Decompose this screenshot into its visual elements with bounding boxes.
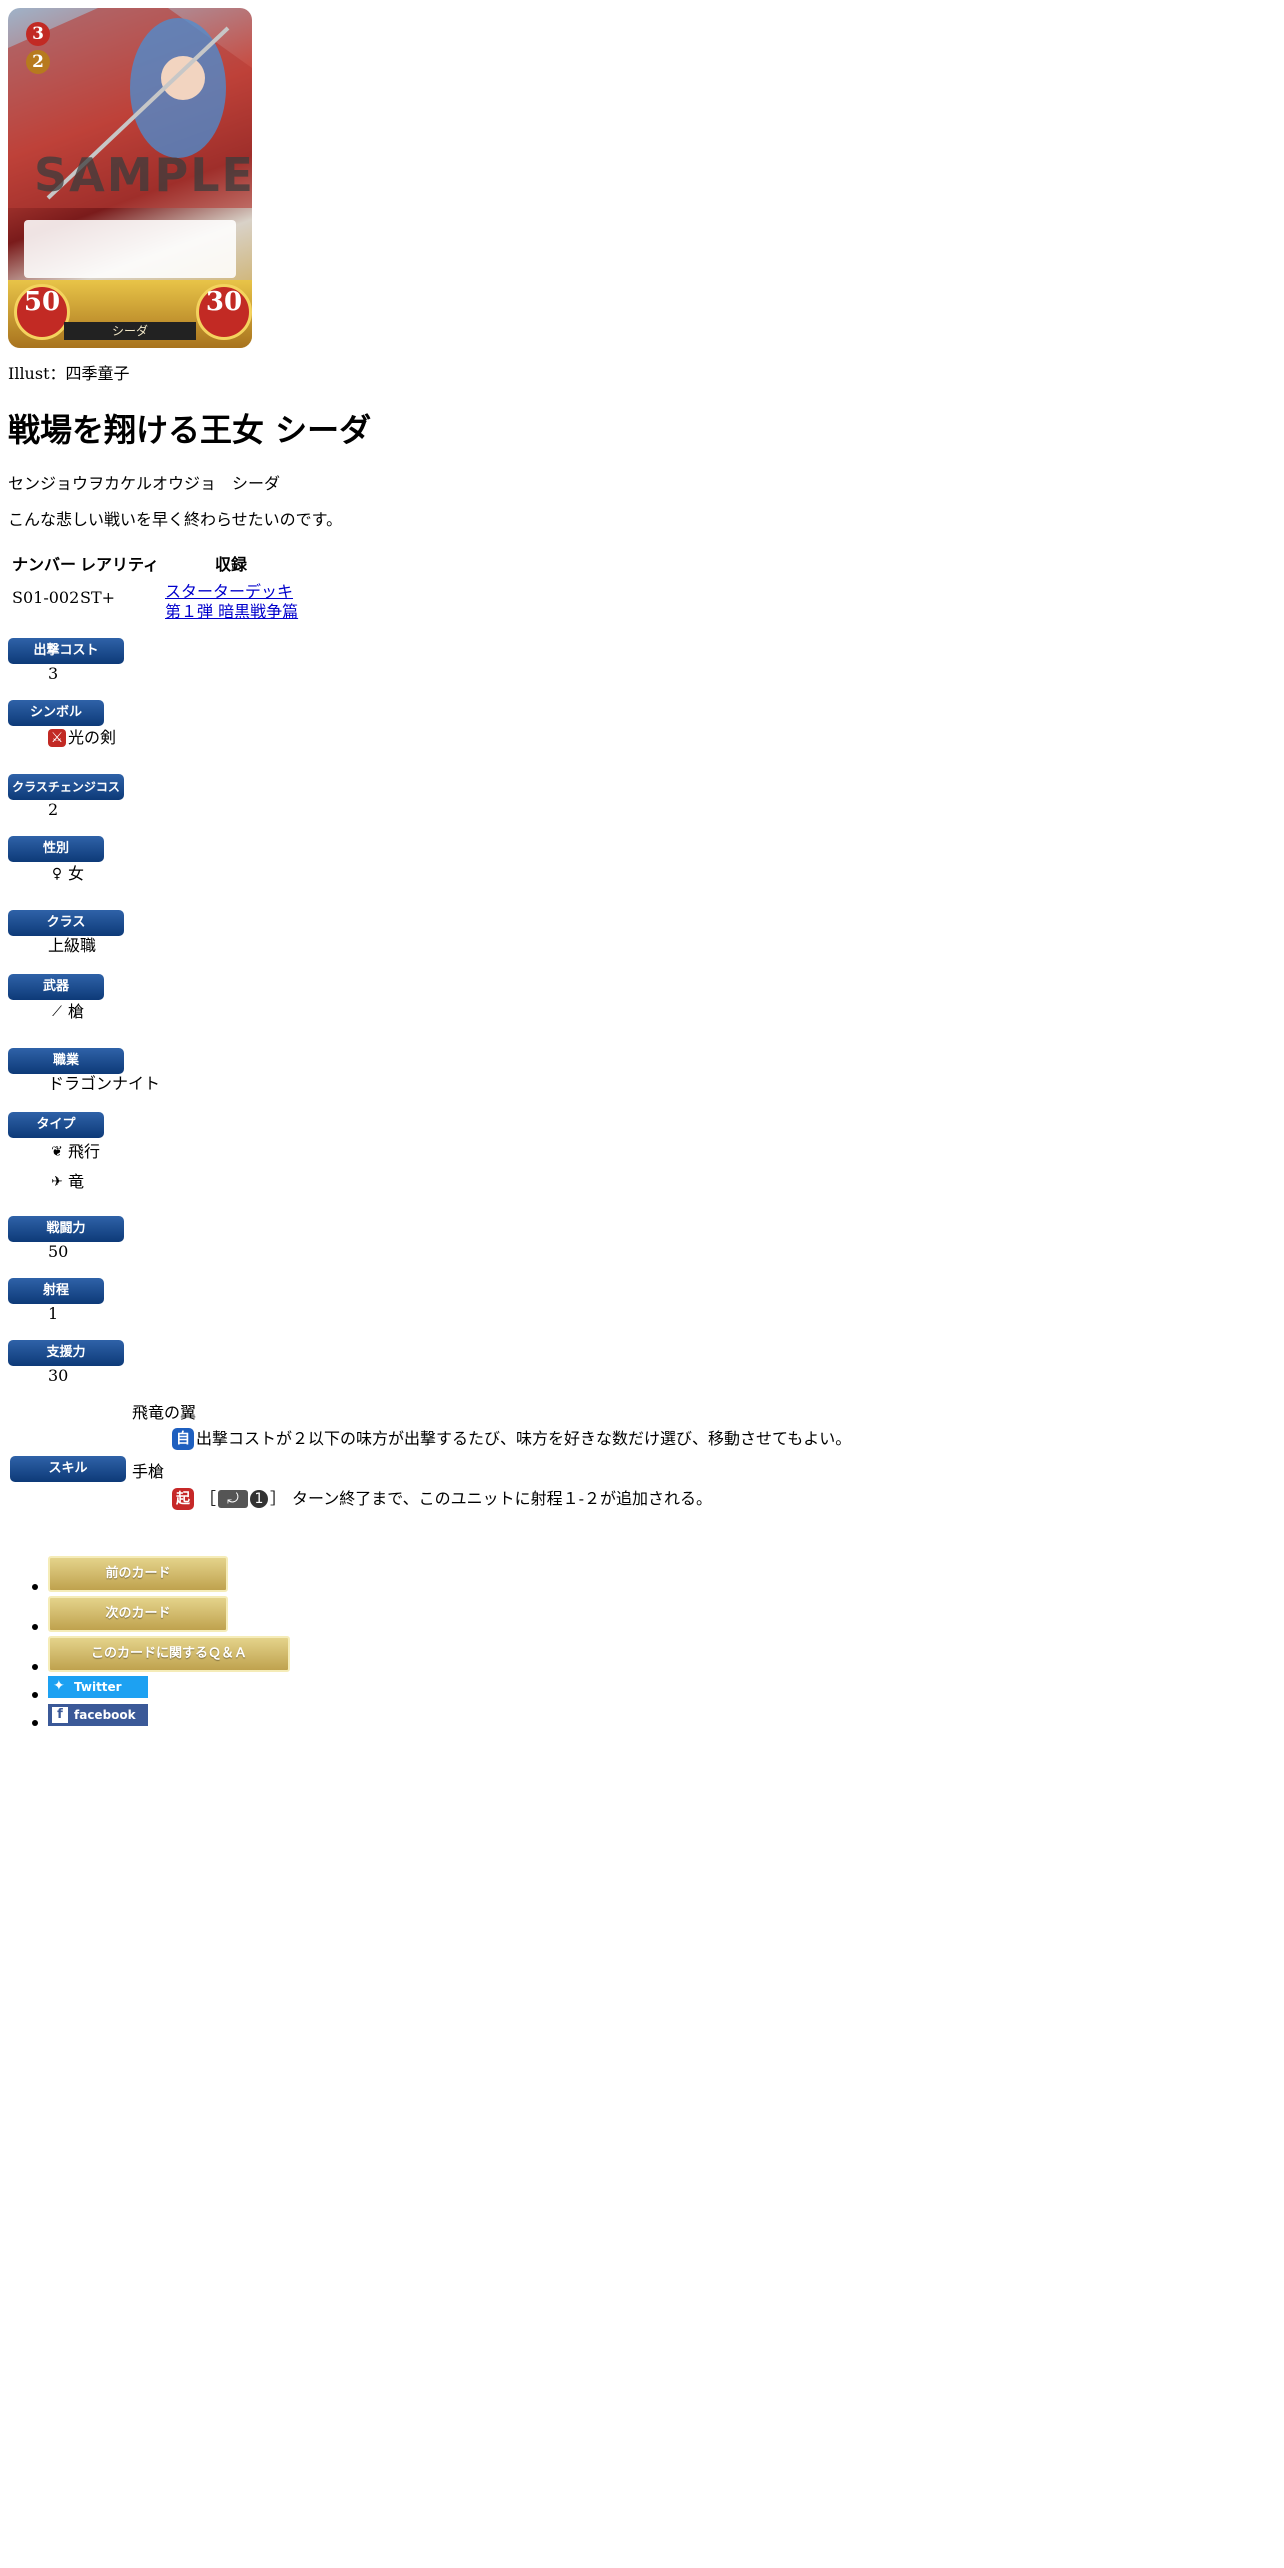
value-weapon: ⟋ 槍 — [48, 1002, 84, 1022]
female-icon: ♀ — [51, 866, 63, 882]
value-support: 30 — [48, 1366, 69, 1385]
value-type-dragon-text: 竜 — [68, 1172, 85, 1191]
skill-2-row: 起 ［ ⤾ 1 ］ ターン終了まで、このユニットに射程１-２が追加される。 — [172, 1488, 712, 1510]
prev-card-button[interactable]: 前のカード — [48, 1556, 228, 1592]
card-support-badge: 30 — [196, 284, 252, 340]
label-cost: 出撃コスト — [8, 638, 124, 664]
activate-skill-icon: 起 — [172, 1488, 194, 1510]
skill-2-name: 手槍 — [132, 1462, 165, 1481]
value-class-change-cost: 2 — [48, 800, 59, 819]
card-rarity: ST+ — [80, 588, 116, 607]
label-class-change-cost: クラスチェンジコスト — [8, 774, 124, 820]
card-text-box — [24, 220, 236, 278]
twitter-label: Twitter — [74, 1680, 122, 1694]
list-bullet — [32, 1720, 38, 1726]
dragon-icon: ✈ — [51, 1174, 63, 1190]
value-cost: 3 — [48, 664, 59, 683]
value-type-dragon: ✈ 竜 — [48, 1172, 84, 1192]
card-power-badge: 50 — [14, 284, 70, 340]
card-image: 3 2 SAMPLE 50 30 シーダ — [8, 8, 252, 348]
next-card-button[interactable]: 次のカード — [48, 1596, 228, 1632]
list-bullet — [32, 1692, 38, 1698]
page-title: 戦場を翔ける王女 シーダ — [8, 411, 372, 449]
facebook-share-button[interactable]: facebook — [48, 1704, 148, 1726]
card-cost-badge: 3 — [26, 22, 50, 46]
card-quote: こんな悲しい戦いを早く終わらせたいのです。 — [8, 510, 343, 529]
card-artwork — [8, 8, 252, 208]
value-type-flying: ❦ 飛行 — [48, 1142, 100, 1162]
facebook-f-icon: f — [52, 1707, 68, 1723]
label-symbol: シンボル — [8, 700, 104, 726]
cost-number-icon: 1 — [250, 1490, 269, 1508]
label-skill: スキル — [10, 1456, 126, 1482]
card-qa-button[interactable]: このカードに関するＱ＆Ａ — [48, 1636, 290, 1672]
sword-of-light-icon: ⚔ — [48, 729, 66, 747]
table-header-number: ナンバー — [12, 555, 77, 574]
label-support: 支援力 — [8, 1340, 124, 1366]
skill-2-cost-open: ［ — [200, 1489, 217, 1508]
value-symbol: ⚔ 光の剣 — [48, 728, 116, 748]
twitter-bird-icon: ✦ — [53, 1678, 65, 1694]
card-name-strip: シーダ — [64, 322, 196, 340]
skill-2-cost-close: ］ — [270, 1489, 287, 1508]
skill-1-text: 出撃コストが２以下の味方が出撃するたび、味方を好きな数だけ選び、移動させてもよい… — [196, 1429, 852, 1448]
value-type-flying-text: 飛行 — [68, 1142, 101, 1161]
skill-1-name: 飛竜の翼 — [132, 1403, 197, 1422]
value-power: 50 — [48, 1242, 69, 1261]
list-bullet — [32, 1664, 38, 1670]
label-weapon: 武器 — [8, 974, 104, 1000]
card-number: S01-002 — [12, 588, 80, 607]
card-reading: センジョウヲカケルオウジョ シーダ — [8, 474, 281, 493]
skill-1-row: 自 出撃コストが２以下の味方が出撃するたび、味方を好きな数だけ選び、移動させても… — [172, 1428, 851, 1450]
value-gender: ♀ 女 — [48, 864, 84, 884]
label-gender: 性別 — [8, 836, 104, 862]
label-class: クラス — [8, 910, 124, 936]
card-class-change-cost-badge: 2 — [26, 50, 50, 74]
illustrator-credit: Illust：四季童子 — [8, 364, 130, 383]
value-job: ドラゴンナイト — [48, 1074, 161, 1093]
auto-skill-icon: 自 — [172, 1428, 194, 1450]
skill-2-text: ターン終了まで、このユニットに射程１-２が追加される。 — [292, 1489, 712, 1508]
tap-cost-icon: ⤾ — [218, 1490, 249, 1508]
label-type: タイプ — [8, 1112, 104, 1138]
wing-icon: ❦ — [51, 1144, 63, 1160]
value-class: 上級職 — [48, 936, 97, 955]
release-link-booster-1[interactable]: 第１弾 暗黒戦争篇 — [165, 602, 299, 621]
value-weapon-text: 槍 — [68, 1002, 85, 1021]
list-bullet — [32, 1584, 38, 1590]
table-header-rarity: レアリティ — [80, 555, 160, 574]
value-range: 1 — [48, 1304, 59, 1323]
label-range: 射程 — [8, 1278, 104, 1304]
value-symbol-text: 光の剣 — [68, 728, 117, 747]
sample-watermark: SAMPLE — [34, 148, 252, 202]
table-header-releases: 収録 — [215, 555, 248, 574]
release-link-starter-deck[interactable]: スターターデッキ — [165, 582, 294, 601]
label-power: 戦闘力 — [8, 1216, 124, 1242]
list-bullet — [32, 1624, 38, 1630]
facebook-label: facebook — [74, 1708, 136, 1722]
label-job: 職業 — [8, 1048, 124, 1074]
twitter-share-button[interactable]: Twitter — [48, 1676, 148, 1698]
value-gender-text: 女 — [68, 864, 85, 883]
lance-icon: ⟋ — [52, 1004, 62, 1020]
